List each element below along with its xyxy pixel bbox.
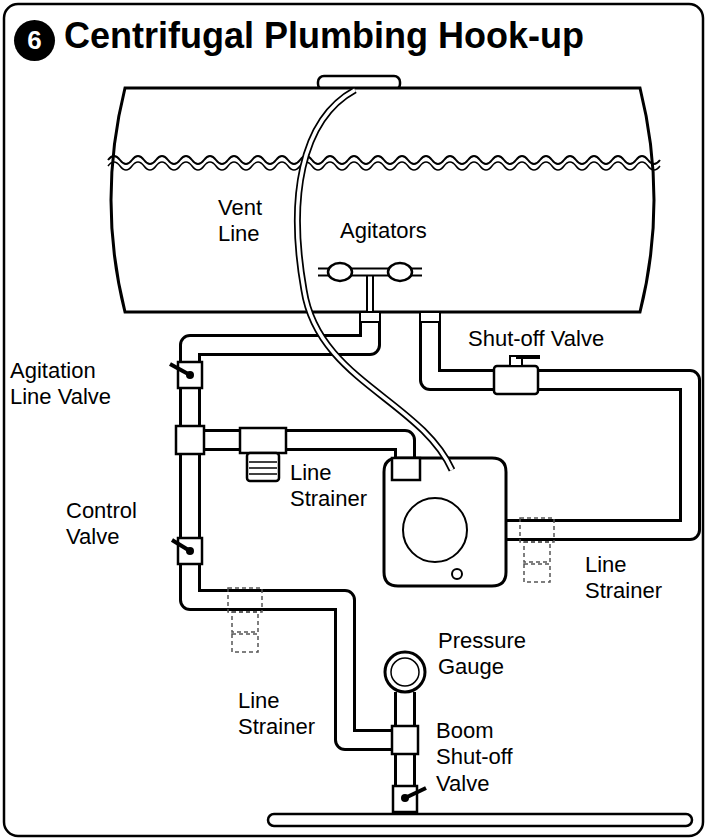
frame <box>4 4 703 836</box>
part-label: Line Strainer <box>290 460 382 513</box>
vent-line <box>297 90 452 470</box>
fittings <box>170 263 692 826</box>
part-label: Vent Line <box>218 195 288 248</box>
pipes <box>190 318 690 814</box>
part-label: Line Strainer <box>585 552 685 605</box>
part-label: Boom Shut-off Valve <box>436 718 548 797</box>
part-label: Agitation Line Valve <box>10 358 120 411</box>
diagram-title: Centrifugal Plumbing Hook-up <box>64 16 584 56</box>
tank <box>108 76 660 312</box>
part-label: Agitators <box>340 218 460 244</box>
step-number: 6 <box>14 20 55 61</box>
part-label: Pressure Gauge <box>438 628 550 681</box>
step-number-text: 6 <box>27 25 41 56</box>
part-label: Control Valve <box>66 498 170 551</box>
part-label: Line Strainer <box>238 688 334 741</box>
part-label: Shut-off Valve <box>468 326 638 352</box>
